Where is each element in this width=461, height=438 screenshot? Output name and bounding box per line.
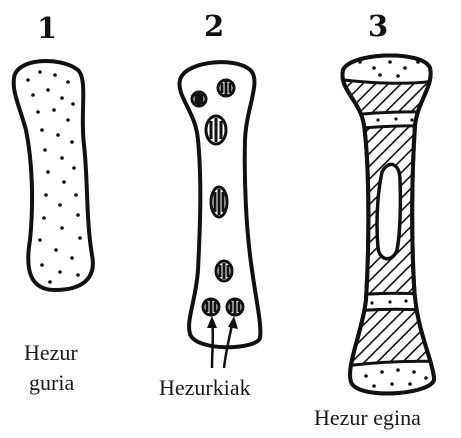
mature-bone-shape bbox=[330, 50, 450, 410]
cartilage-bone-shape bbox=[14, 61, 93, 290]
ossification-bone-shape bbox=[179, 62, 260, 368]
figure-3-caption: Hezur egina bbox=[314, 405, 421, 431]
figure-1-caption-line1: Hezur bbox=[24, 340, 78, 366]
figure-1-caption-line2: guria bbox=[29, 370, 74, 396]
figure-2-caption: Hezurkiak bbox=[159, 375, 251, 401]
